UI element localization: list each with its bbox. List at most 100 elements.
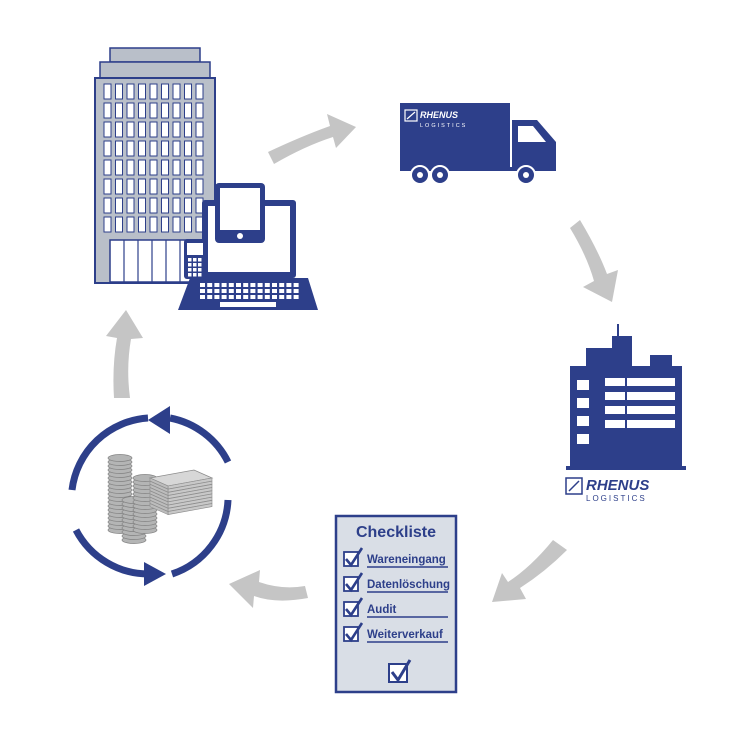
office-window	[184, 197, 192, 214]
laptop-key	[236, 295, 241, 299]
laptop-key	[264, 283, 270, 287]
truck-brand-name: RHENUS	[420, 110, 458, 120]
laptop-key	[272, 295, 277, 299]
laptop-key	[250, 295, 256, 299]
office-window	[172, 159, 181, 176]
office-window	[138, 121, 146, 138]
office-window	[126, 159, 135, 176]
laptop-key	[257, 289, 263, 293]
office-window	[195, 159, 204, 176]
phone-key	[198, 258, 202, 262]
laptop-key	[207, 289, 213, 293]
arrow-icon	[570, 220, 618, 302]
laptop-key	[228, 295, 234, 299]
laptop-key	[264, 295, 270, 299]
office-window	[149, 159, 158, 176]
office-window	[184, 83, 192, 100]
laptop-key	[214, 295, 220, 299]
laptop-key	[243, 283, 249, 287]
office-window	[172, 197, 181, 214]
office-window	[195, 216, 204, 233]
laptop-key	[228, 283, 234, 287]
office-window	[126, 216, 135, 233]
office-window	[103, 102, 112, 119]
office-window	[184, 140, 192, 157]
office-window	[172, 178, 181, 195]
laptop-key	[228, 289, 234, 293]
laptop-key	[243, 289, 249, 293]
phone-key	[188, 268, 192, 272]
office-window	[149, 102, 158, 119]
office-window	[115, 140, 123, 157]
office-window	[149, 140, 158, 157]
checkmark-icon	[345, 572, 364, 593]
office-window	[103, 216, 112, 233]
office-window	[115, 216, 123, 233]
checklist-icon: Checkliste WareneingangDatenlöschungAudi…	[334, 514, 458, 694]
checkmark-icon	[345, 622, 364, 643]
office-window	[195, 197, 204, 214]
office-window	[184, 121, 192, 138]
phone-key	[193, 263, 197, 267]
laptop-key	[286, 283, 292, 287]
laptop-key	[200, 283, 205, 287]
laptop-key	[221, 289, 227, 293]
laptop-key	[236, 283, 241, 287]
office-window	[126, 140, 135, 157]
office-window	[184, 159, 192, 176]
phone-key	[188, 273, 192, 277]
phone-key	[198, 268, 202, 272]
office-window	[115, 121, 123, 138]
office-window	[172, 140, 181, 157]
laptop-key	[279, 295, 285, 299]
arrow-icon	[106, 310, 143, 398]
office-window	[103, 159, 112, 176]
checklist-item: Weiterverkauf	[343, 622, 448, 643]
laptop-key	[207, 283, 213, 287]
warehouse-brand-subtitle: LOGISTICS	[586, 494, 647, 503]
checklist-item-label: Datenlöschung	[367, 579, 450, 591]
office-window	[161, 102, 169, 119]
office-window	[115, 102, 123, 119]
laptop-key	[250, 283, 256, 287]
phone-key	[193, 268, 197, 272]
laptop-key	[257, 295, 263, 299]
checklist-item: Wareneingang	[343, 547, 448, 568]
office-window	[184, 102, 192, 119]
office-window	[126, 197, 135, 214]
office-window	[149, 197, 158, 214]
office-window	[138, 83, 146, 100]
office-window	[195, 83, 204, 100]
laptop-key	[293, 295, 299, 299]
checklist-title: Checkliste	[356, 524, 436, 541]
office-window	[126, 102, 135, 119]
office-window	[161, 159, 169, 176]
phone-key	[193, 258, 197, 262]
office-window	[195, 178, 204, 195]
phone-key	[198, 273, 202, 277]
office-window	[138, 216, 146, 233]
office-window	[195, 102, 204, 119]
arrow-icon	[492, 540, 567, 602]
phone-key	[193, 273, 197, 277]
laptop-key	[214, 289, 220, 293]
cycle-arrows	[106, 114, 618, 608]
laptop-key	[207, 295, 213, 299]
phone-key	[198, 263, 202, 267]
office-window	[161, 197, 169, 214]
laptop-key	[221, 295, 227, 299]
laptop-key	[293, 289, 299, 293]
laptop-key	[214, 283, 220, 287]
tablet-icon	[215, 183, 265, 243]
checklist-item: Datenlöschung	[343, 572, 450, 593]
laptop-key	[272, 289, 277, 293]
checklist-final-checkbox	[388, 659, 412, 683]
office-window	[149, 216, 158, 233]
office-window	[115, 159, 123, 176]
warehouse-brand-logo: RHENUS LOGISTICS	[565, 477, 649, 503]
banknote-stack	[148, 469, 214, 516]
office-window	[161, 83, 169, 100]
office-window	[149, 83, 158, 100]
office-window	[161, 216, 169, 233]
